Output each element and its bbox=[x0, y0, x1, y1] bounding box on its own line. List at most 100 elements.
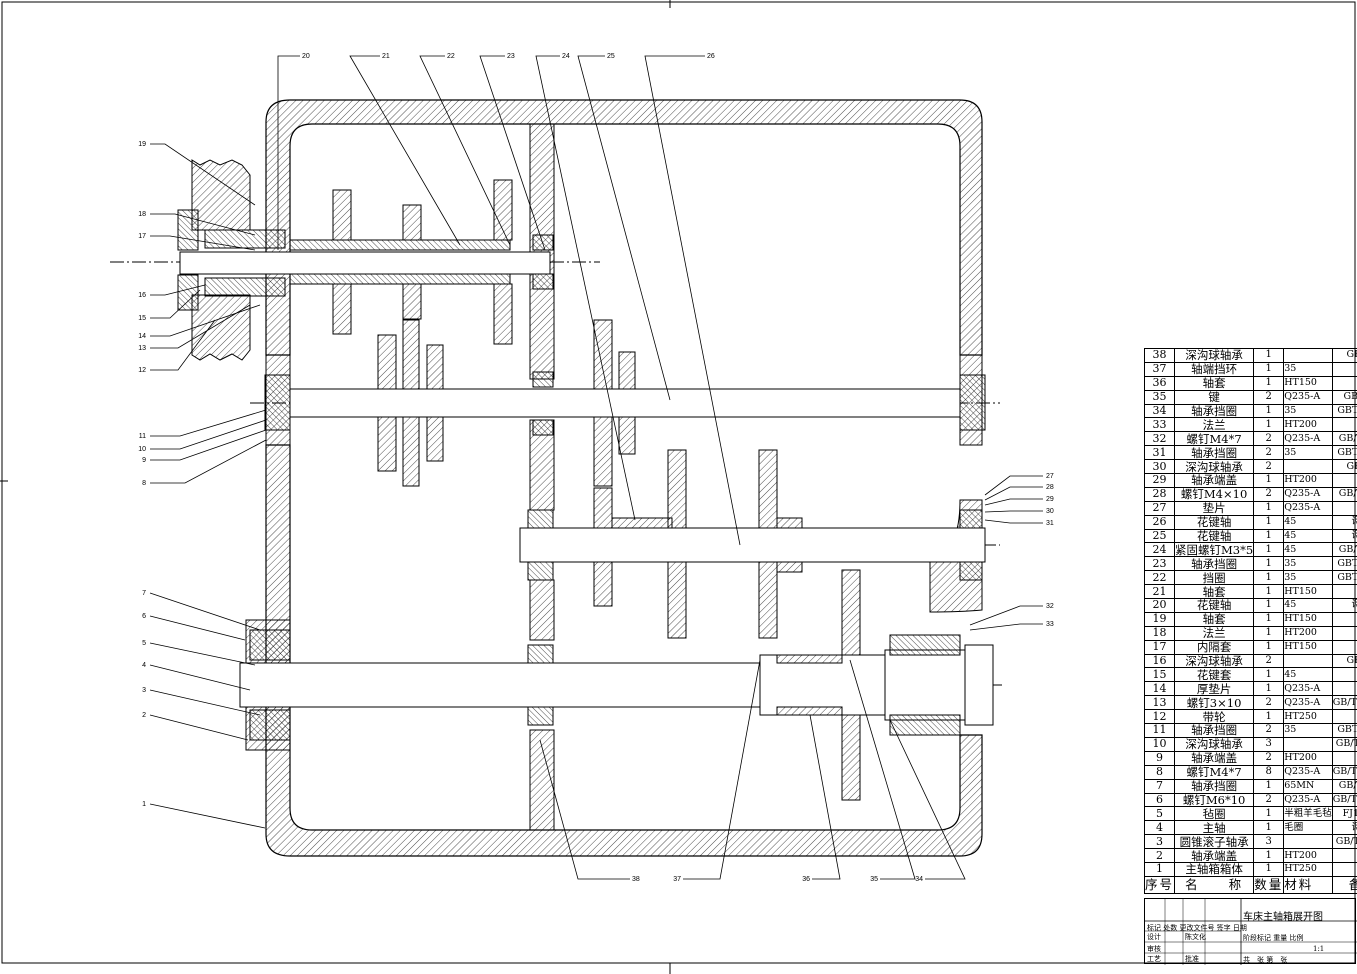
parts-note-cell bbox=[1331, 473, 1357, 488]
parts-note-cell bbox=[1331, 709, 1357, 725]
parts-no-cell: 7 bbox=[1143, 778, 1176, 794]
parts-material-cell: 半粗羊毛毡 bbox=[1283, 806, 1333, 822]
callout-number: 15 bbox=[138, 315, 146, 322]
callout-number: 8 bbox=[142, 480, 146, 487]
design-label: 设计 bbox=[1147, 933, 1161, 941]
parts-note-cell: 调质处理 bbox=[1331, 820, 1357, 836]
parts-name-cell: 轴套 bbox=[1174, 584, 1255, 600]
parts-qty-cell: 2 bbox=[1253, 486, 1285, 502]
parts-name-cell: 毡圈 bbox=[1174, 806, 1255, 822]
parts-list-row: 17内隔套1HT150A型 bbox=[1143, 639, 1357, 655]
parts-material-cell: Q235-A bbox=[1283, 792, 1333, 808]
parts-no-cell: 32 bbox=[1143, 431, 1176, 447]
parts-list-row: 31轴承挡圈235GBT886-1986 bbox=[1143, 445, 1357, 461]
parts-qty-cell: 1 bbox=[1253, 861, 1285, 877]
parts-name-cell: 挡圈 bbox=[1174, 570, 1255, 586]
parts-material-cell: 35 bbox=[1283, 723, 1333, 738]
parts-list-header: 序号 名 称 数量 材料 备 注 bbox=[1143, 875, 1357, 894]
parts-material-cell bbox=[1283, 459, 1333, 475]
parts-name-cell: 螺钉M4×10 bbox=[1174, 486, 1255, 502]
header-name: 名 称 bbox=[1174, 875, 1255, 894]
parts-material-cell: Q235-A bbox=[1283, 681, 1333, 697]
parts-note-cell bbox=[1331, 861, 1357, 877]
parts-material-cell: Q235-A bbox=[1283, 389, 1333, 405]
parts-qty-cell: 2 bbox=[1253, 723, 1285, 738]
parts-no-cell: 26 bbox=[1143, 514, 1176, 530]
parts-no-cell: 4 bbox=[1143, 820, 1176, 836]
parts-qty-cell: 1 bbox=[1253, 778, 1285, 794]
parts-name-cell: 主轴 bbox=[1174, 820, 1255, 836]
scale-value: 1:1 bbox=[1313, 945, 1325, 953]
parts-note-cell: GB/T67-2000 bbox=[1331, 486, 1357, 502]
parts-note-cell: GB/T5783-2000 bbox=[1331, 695, 1357, 711]
callout-number: 17 bbox=[138, 233, 146, 240]
parts-note-cell bbox=[1331, 750, 1357, 766]
parts-material-cell: 65MN bbox=[1283, 778, 1333, 794]
callout-number: 30 bbox=[1046, 508, 1054, 515]
parts-note-cell bbox=[1331, 667, 1357, 683]
parts-no-cell: 13 bbox=[1143, 695, 1176, 711]
parts-no-cell: 23 bbox=[1143, 556, 1176, 572]
parts-name-cell: 轴套 bbox=[1174, 611, 1255, 627]
callout-number: 23 bbox=[507, 53, 515, 60]
parts-qty-cell: 2 bbox=[1253, 445, 1285, 461]
parts-qty-cell: 2 bbox=[1253, 389, 1285, 405]
housing-casting bbox=[245, 99, 983, 857]
parts-no-cell: 11 bbox=[1143, 723, 1176, 738]
input-shaft bbox=[110, 159, 600, 361]
parts-qty-cell: 1 bbox=[1253, 361, 1285, 377]
parts-qty-cell: 1 bbox=[1253, 625, 1285, 641]
parts-no-cell: 6 bbox=[1143, 792, 1176, 808]
parts-name-cell: 法兰 bbox=[1174, 417, 1255, 433]
parts-qty-cell: 1 bbox=[1253, 570, 1285, 586]
parts-no-cell: 16 bbox=[1143, 653, 1176, 669]
parts-name-cell: 键 bbox=[1174, 389, 1255, 405]
callout-number: 21 bbox=[382, 53, 390, 60]
parts-no-cell: 36 bbox=[1143, 375, 1176, 391]
revision-row: 标记 处数 更改文件号 签字 日期 bbox=[1147, 924, 1247, 932]
parts-material-cell bbox=[1283, 736, 1333, 752]
parts-name-cell: 花键轴 bbox=[1174, 598, 1255, 613]
parts-qty-cell: 1 bbox=[1253, 584, 1285, 600]
parts-no-cell: 10 bbox=[1143, 736, 1176, 752]
parts-name-cell: 深沟球轴承 bbox=[1174, 653, 1255, 669]
callout-number: 24 bbox=[562, 53, 570, 60]
parts-list-row: 16深沟球轴承2GB276-89 bbox=[1143, 653, 1357, 669]
parts-name-cell: 螺钉M6*10 bbox=[1174, 792, 1255, 808]
parts-list: 38深沟球轴承1GB276-8937轴端挡环13536轴套1HT15035键2Q… bbox=[1143, 348, 1357, 894]
parts-no-cell: 22 bbox=[1143, 570, 1176, 586]
header-qty: 数量 bbox=[1253, 875, 1285, 894]
parts-note-cell: GB/T5783-2000 bbox=[1331, 792, 1357, 808]
callout-number: 4 bbox=[142, 662, 146, 669]
parts-note-cell bbox=[1331, 361, 1357, 377]
parts-no-cell: 19 bbox=[1143, 611, 1176, 627]
parts-material-cell: 35 bbox=[1283, 570, 1333, 586]
parts-list-row: 26花键轴145调质处理 bbox=[1143, 514, 1357, 530]
parts-list-row: 38深沟球轴承1GB276-89 bbox=[1143, 348, 1357, 363]
parts-no-cell: 12 bbox=[1143, 709, 1176, 725]
parts-material-cell bbox=[1283, 834, 1333, 850]
parts-material-cell: 35 bbox=[1283, 556, 1333, 572]
callout-number: 5 bbox=[142, 640, 146, 647]
parts-qty-cell: 3 bbox=[1253, 834, 1285, 850]
parts-material-cell: 45 bbox=[1283, 598, 1333, 613]
parts-qty-cell: 1 bbox=[1253, 500, 1285, 516]
parts-list-row: 23轴承挡圈135GBT886-1986 bbox=[1143, 556, 1357, 572]
parts-qty-cell: 1 bbox=[1253, 528, 1285, 544]
parts-no-cell: 9 bbox=[1143, 750, 1176, 766]
parts-note-cell: A型 bbox=[1331, 639, 1357, 655]
parts-qty-cell: 1 bbox=[1253, 348, 1285, 363]
parts-note-cell bbox=[1331, 500, 1357, 516]
parts-name-cell: 轴承挡圈 bbox=[1174, 403, 1255, 419]
callout-number: 35 bbox=[870, 876, 878, 883]
callout-number: 9 bbox=[142, 457, 146, 464]
